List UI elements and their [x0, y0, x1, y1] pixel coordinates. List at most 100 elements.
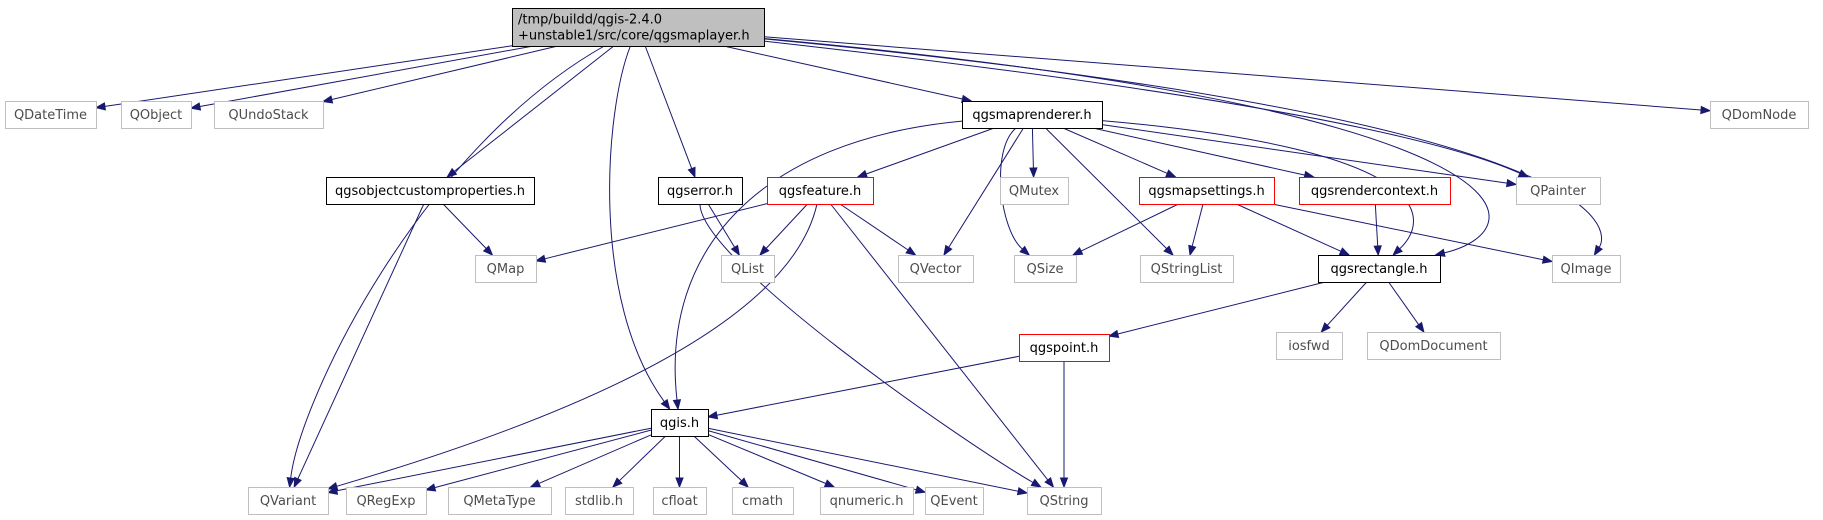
edge-line	[538, 434, 652, 484]
edge-line	[707, 433, 826, 484]
node-qevent: QEvent	[925, 487, 984, 515]
edge-qgsmaprenderer-to-qstringlist	[1045, 127, 1174, 256]
node-label: qgsrectangle.h	[1330, 262, 1427, 277]
arrowhead	[293, 476, 302, 489]
node-label: QMap	[487, 262, 525, 277]
edge-line	[336, 203, 818, 487]
node-cfloat: cfloat	[653, 487, 707, 515]
node-label: QDomNode	[1722, 108, 1797, 123]
node-label: qgspoint.h	[1030, 341, 1099, 356]
edge-line	[1101, 124, 1508, 184]
arrowhead	[943, 244, 953, 257]
node-box	[1139, 177, 1275, 205]
node-box	[475, 255, 537, 283]
node-label: qnumeric.h	[830, 494, 904, 509]
edge-line	[693, 435, 742, 482]
node-label: +unstable1/src/core/qgsmaplayer.h	[518, 29, 750, 44]
edge-qgsfeature-to-qvariant	[326, 203, 818, 491]
node-label: QEvent	[930, 494, 977, 509]
edge-qgsfeature-to-qlist	[759, 203, 808, 257]
edge-root-to-qgsmaprenderer	[723, 45, 973, 104]
edge-line	[434, 429, 652, 489]
node-qmutex: QMutex	[1000, 177, 1069, 205]
arrowhead	[189, 102, 202, 111]
edge-qgsobjectcustomproperties-to-qvariant	[293, 203, 425, 489]
arrowhead	[1700, 105, 1712, 115]
node-label: QPainter	[1530, 184, 1586, 199]
arrowhead	[1593, 244, 1603, 257]
node-box	[1140, 255, 1234, 283]
arrowhead	[321, 95, 334, 104]
edge-line	[1374, 203, 1379, 247]
edge-line	[609, 45, 665, 402]
node-qgsobjectcustomproperties[interactable]: qgsobjectcustomproperties.h	[326, 177, 535, 205]
edge-line	[336, 427, 652, 492]
arrowhead	[1029, 167, 1038, 179]
node-qstringlist: QStringList	[1140, 255, 1234, 283]
edge-root-to-qgsrectangle	[763, 38, 1490, 257]
node-label: QDomDocument	[1379, 339, 1487, 354]
arrowhead	[446, 167, 458, 178]
node-label: iosfwd	[1288, 339, 1330, 354]
node-qregexp: QRegExp	[346, 487, 427, 515]
edge-line	[1388, 281, 1420, 325]
node-qgsmaprenderer[interactable]: qgsmaprenderer.h	[962, 101, 1103, 129]
node-label: QList	[731, 262, 764, 277]
node-label: QSize	[1027, 262, 1064, 277]
node-qgspoint[interactable]: qgspoint.h	[1019, 334, 1110, 362]
node-box	[1552, 255, 1621, 283]
node-qgsfeature[interactable]: qgsfeature.h	[767, 177, 874, 205]
arrowhead	[529, 479, 542, 488]
edge-line	[1236, 203, 1342, 252]
arrowhead	[730, 244, 741, 257]
node-root[interactable]: /tmp/buildd/qgis-2.4.0+unstable1/src/cor…	[512, 8, 765, 47]
node-label: qgserror.h	[667, 184, 733, 199]
edge-line	[763, 36, 1702, 111]
node-label: QUndoStack	[228, 108, 309, 123]
node-qgserror[interactable]: qgserror.h	[658, 177, 743, 205]
node-box	[1299, 177, 1451, 205]
edge-qgis-to-qstring	[707, 427, 1029, 496]
node-qvector: QVector	[898, 255, 974, 283]
node-box	[653, 487, 707, 515]
node-box	[1367, 332, 1501, 360]
node-box	[651, 409, 709, 437]
edge-root-to-qgsobjectcustomproperties	[446, 45, 615, 178]
node-qgis[interactable]: qgis.h	[651, 409, 709, 437]
node-box	[767, 177, 874, 205]
edge-qgsmaprenderer-to-qpainter	[1101, 124, 1518, 188]
edge-line	[674, 120, 963, 401]
node-box	[346, 487, 427, 515]
node-box	[1000, 177, 1069, 205]
arrowhead	[94, 102, 106, 111]
node-label: qgsfeature.h	[779, 184, 862, 199]
node-box	[1318, 255, 1441, 283]
edge-line	[1272, 203, 1544, 261]
edge-qgserror-to-qlist	[707, 203, 741, 257]
edge-line	[1117, 281, 1326, 335]
edge-root-to-qvariant	[286, 45, 605, 489]
node-qgsrectangle[interactable]: qgsrectangle.h	[1318, 255, 1441, 283]
edge-qgis-to-cfloat	[675, 436, 684, 489]
edge-line	[297, 203, 425, 480]
arrowhead	[1071, 247, 1084, 256]
edge-line	[707, 430, 917, 491]
edge-line	[1191, 203, 1204, 247]
arrowhead	[1107, 329, 1120, 338]
arrowhead	[856, 169, 869, 178]
edge-line	[865, 127, 995, 175]
node-qdomnode: QDomNode	[1710, 101, 1809, 129]
edge-qgsmapsettings-to-qgsrectangle	[1236, 203, 1351, 256]
node-qgsrendercontext[interactable]: qgsrendercontext.h	[1299, 177, 1451, 205]
arrowhead	[1188, 244, 1197, 257]
nodes-layer: /tmp/buildd/qgis-2.4.0+unstable1/src/cor…	[5, 8, 1809, 515]
arrowhead	[1019, 245, 1031, 256]
edge-qgspoint-to-qstring	[1059, 361, 1069, 489]
edge-line	[763, 38, 1603, 248]
node-qgsmapsettings[interactable]: qgsmapsettings.h	[1139, 177, 1275, 205]
node-label: cmath	[742, 494, 783, 509]
arrowhead	[482, 245, 494, 256]
arrowhead	[823, 479, 836, 488]
node-box	[1516, 177, 1601, 205]
